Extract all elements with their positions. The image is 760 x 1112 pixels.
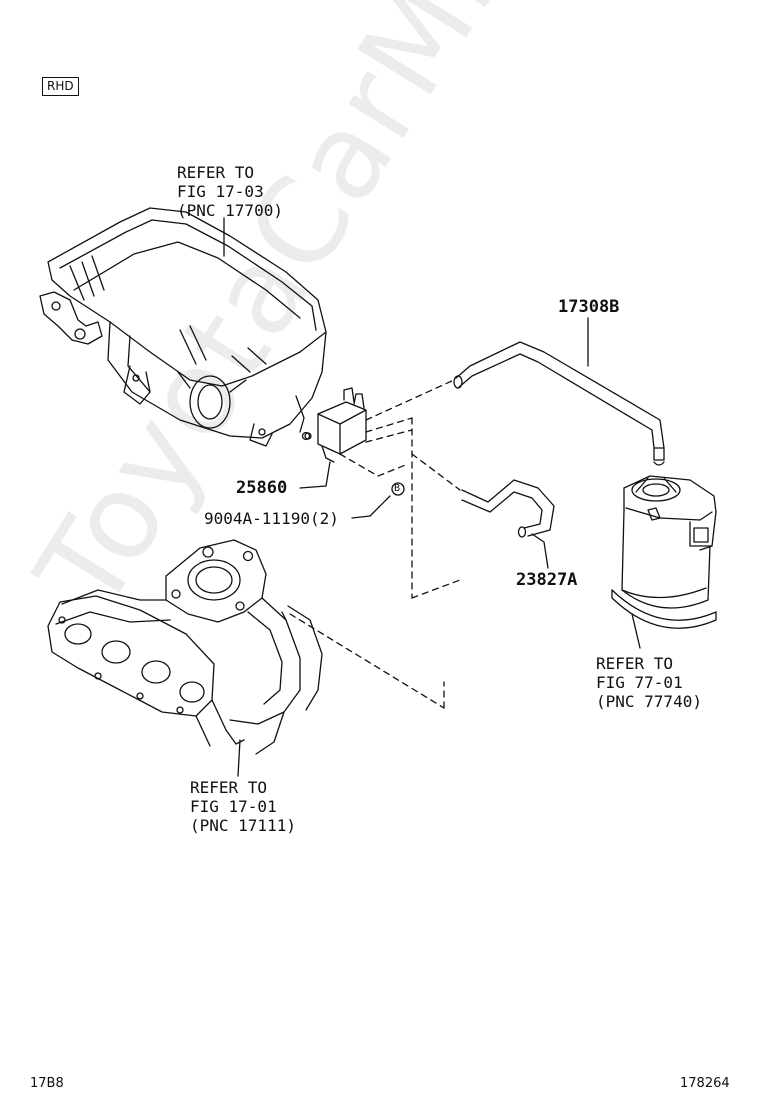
refer-canister: REFER TO FIG 77-01 (PNC 77740) (596, 654, 702, 711)
callout-9004a-11190[interactable]: 9004A-11190(2) (204, 509, 339, 528)
leader-bolt (351, 495, 391, 519)
air-cleaner-drawing (39, 207, 327, 447)
leader-vsv (299, 461, 331, 489)
refer-canister-line2: FIG 77-01 (596, 673, 683, 692)
refer-manifold-line3: (PNC 17111) (190, 816, 296, 835)
leader-manifold (237, 739, 241, 777)
bolt-marker-letter: B (394, 483, 401, 494)
callout-17308b[interactable]: 17308B (558, 297, 620, 317)
bolt-marker-circle (391, 482, 405, 496)
hose-23827a-drawing (461, 479, 555, 538)
footer-left-code: 17B8 (30, 1076, 64, 1091)
refer-air-cleaner-line2: FIG 17-03 (177, 182, 264, 201)
rhd-badge: RHD (42, 77, 79, 96)
refer-air-cleaner-line1: REFER TO (177, 163, 255, 182)
leader-canister (631, 613, 641, 649)
refer-air-cleaner-line3: (PNC 17700) (177, 201, 283, 220)
refer-manifold-line2: FIG 17-01 (190, 797, 277, 816)
callout-23827a[interactable]: 23827A (516, 570, 578, 590)
footer-right-code: 178264 (680, 1076, 730, 1091)
vsv-drawing (301, 387, 367, 463)
hose-17308b-drawing (453, 341, 665, 466)
dashed-connections (289, 379, 461, 709)
refer-manifold: REFER TO FIG 17-01 (PNC 17111) (190, 778, 296, 835)
refer-manifold-line1: REFER TO (190, 778, 268, 797)
callout-25860[interactable]: 25860 (236, 478, 288, 498)
refer-canister-line3: (PNC 77740) (596, 692, 702, 711)
refer-canister-line1: REFER TO (596, 654, 674, 673)
leader-hose-23827a (531, 533, 549, 569)
refer-air-cleaner: REFER TO FIG 17-03 (PNC 17700) (177, 163, 283, 220)
intake-manifold-drawing (47, 539, 323, 755)
canister-drawing (611, 475, 717, 629)
